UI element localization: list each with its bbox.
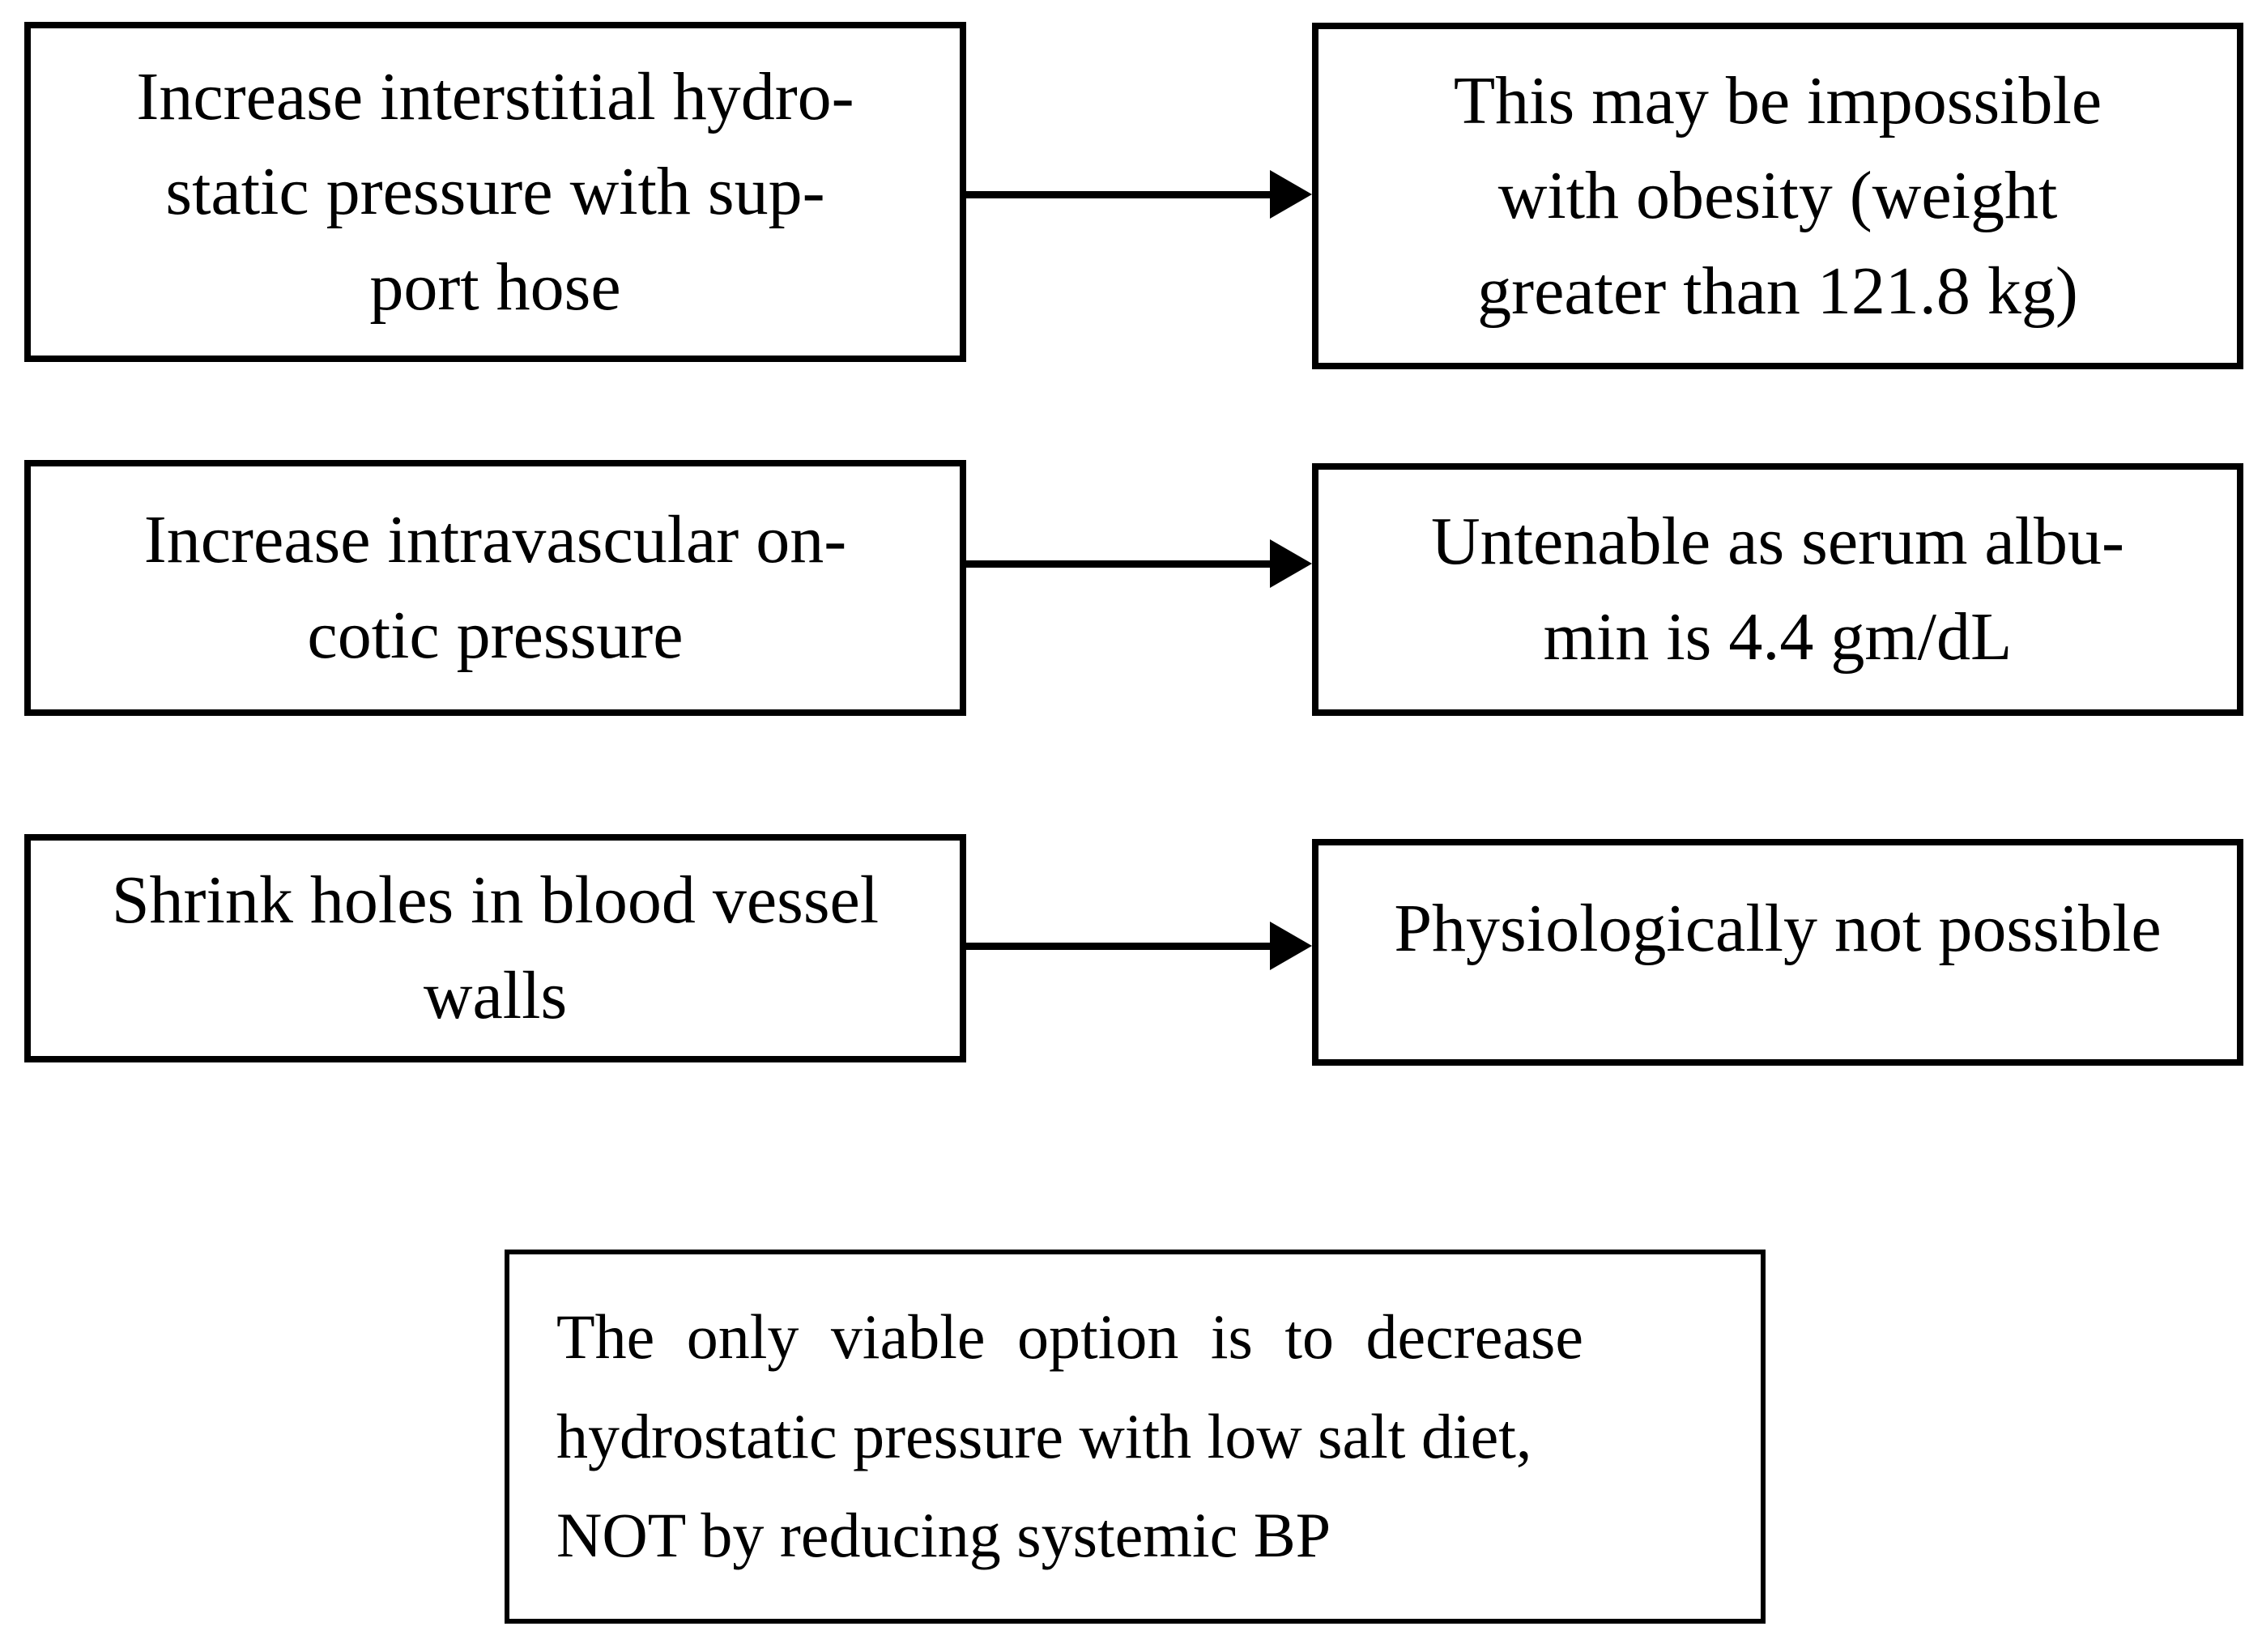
box-text-line: Untenable as serum albu- [1430,504,2125,580]
box-text-line: Increase intravascular on- [143,502,847,578]
box-text-line: walls [423,958,568,1033]
arrow-mid-left-to-mid-right [966,534,1312,593]
arrow-shaft [966,191,1274,198]
box-text-line: Increase interstitial hydro- [136,58,854,134]
box-text-line: NOT by reducing systemic BP [556,1500,1331,1571]
arrow-shaft [966,560,1274,568]
box-conclusion-only-viable-option: The only viable option is to decrease hy… [505,1250,1766,1624]
box-physiologically-not-possible: Physiologically not possible [1312,839,2243,1066]
box-text-line: Physiologically not possible [1394,891,2162,967]
box-text-line: port hose [369,249,621,325]
arrow-head-icon [1270,539,1312,588]
arrow-top-left-to-top-right [966,165,1312,224]
arrow-shaft [966,943,1274,950]
box-text-line: with obesity (weight [1497,158,2058,234]
arrow-low-left-to-low-right [966,917,1312,975]
box-increase-interstitial-hydrostatic-pressure: Increase interstitial hydro- static pres… [24,22,966,362]
box-impossible-with-obesity: This may be impossible with obesity (wei… [1312,23,2243,369]
box-text-line: static pressure with sup- [165,154,825,230]
box-text-line: greater than 121.8 kg) [1477,253,2078,329]
box-shrink-holes-blood-vessel-walls: Shrink holes in blood vessel walls [24,834,966,1062]
arrow-head-icon [1270,170,1312,219]
box-text-line: cotic pressure [307,598,684,673]
box-text-line: The only viable option is to decrease [556,1301,1583,1373]
arrow-head-icon [1270,922,1312,970]
box-text-line: min is 4.4 gm/dL [1543,599,2013,675]
box-text-line: This may be impossible [1453,62,2102,138]
box-increase-intravascular-oncotic-pressure: Increase intravascular on- cotic pressur… [24,460,966,716]
box-untenable-serum-albumin: Untenable as serum albu- min is 4.4 gm/d… [1312,463,2243,716]
box-text-line: hydrostatic pressure with low salt diet, [556,1400,1532,1471]
box-text-line: Shrink holes in blood vessel [111,862,880,939]
